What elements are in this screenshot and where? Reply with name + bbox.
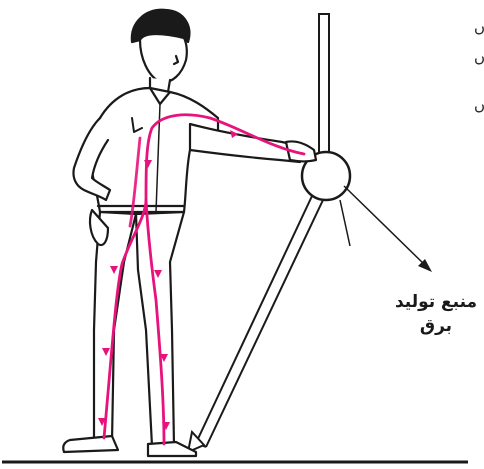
diagonal-rod (188, 196, 323, 452)
vertical-pole (319, 14, 329, 164)
power-source-label-line2: برق (388, 314, 484, 338)
power-source-label-line1: منبع تولید (388, 290, 484, 314)
person-icon (63, 10, 316, 456)
edge-mark-1: ں (474, 18, 484, 36)
pointer-arrow-icon (344, 186, 432, 272)
edge-mark-2: ں (474, 48, 484, 66)
edge-mark-3: ں (474, 96, 484, 114)
power-source-label: منبع تولید برق (388, 290, 484, 338)
